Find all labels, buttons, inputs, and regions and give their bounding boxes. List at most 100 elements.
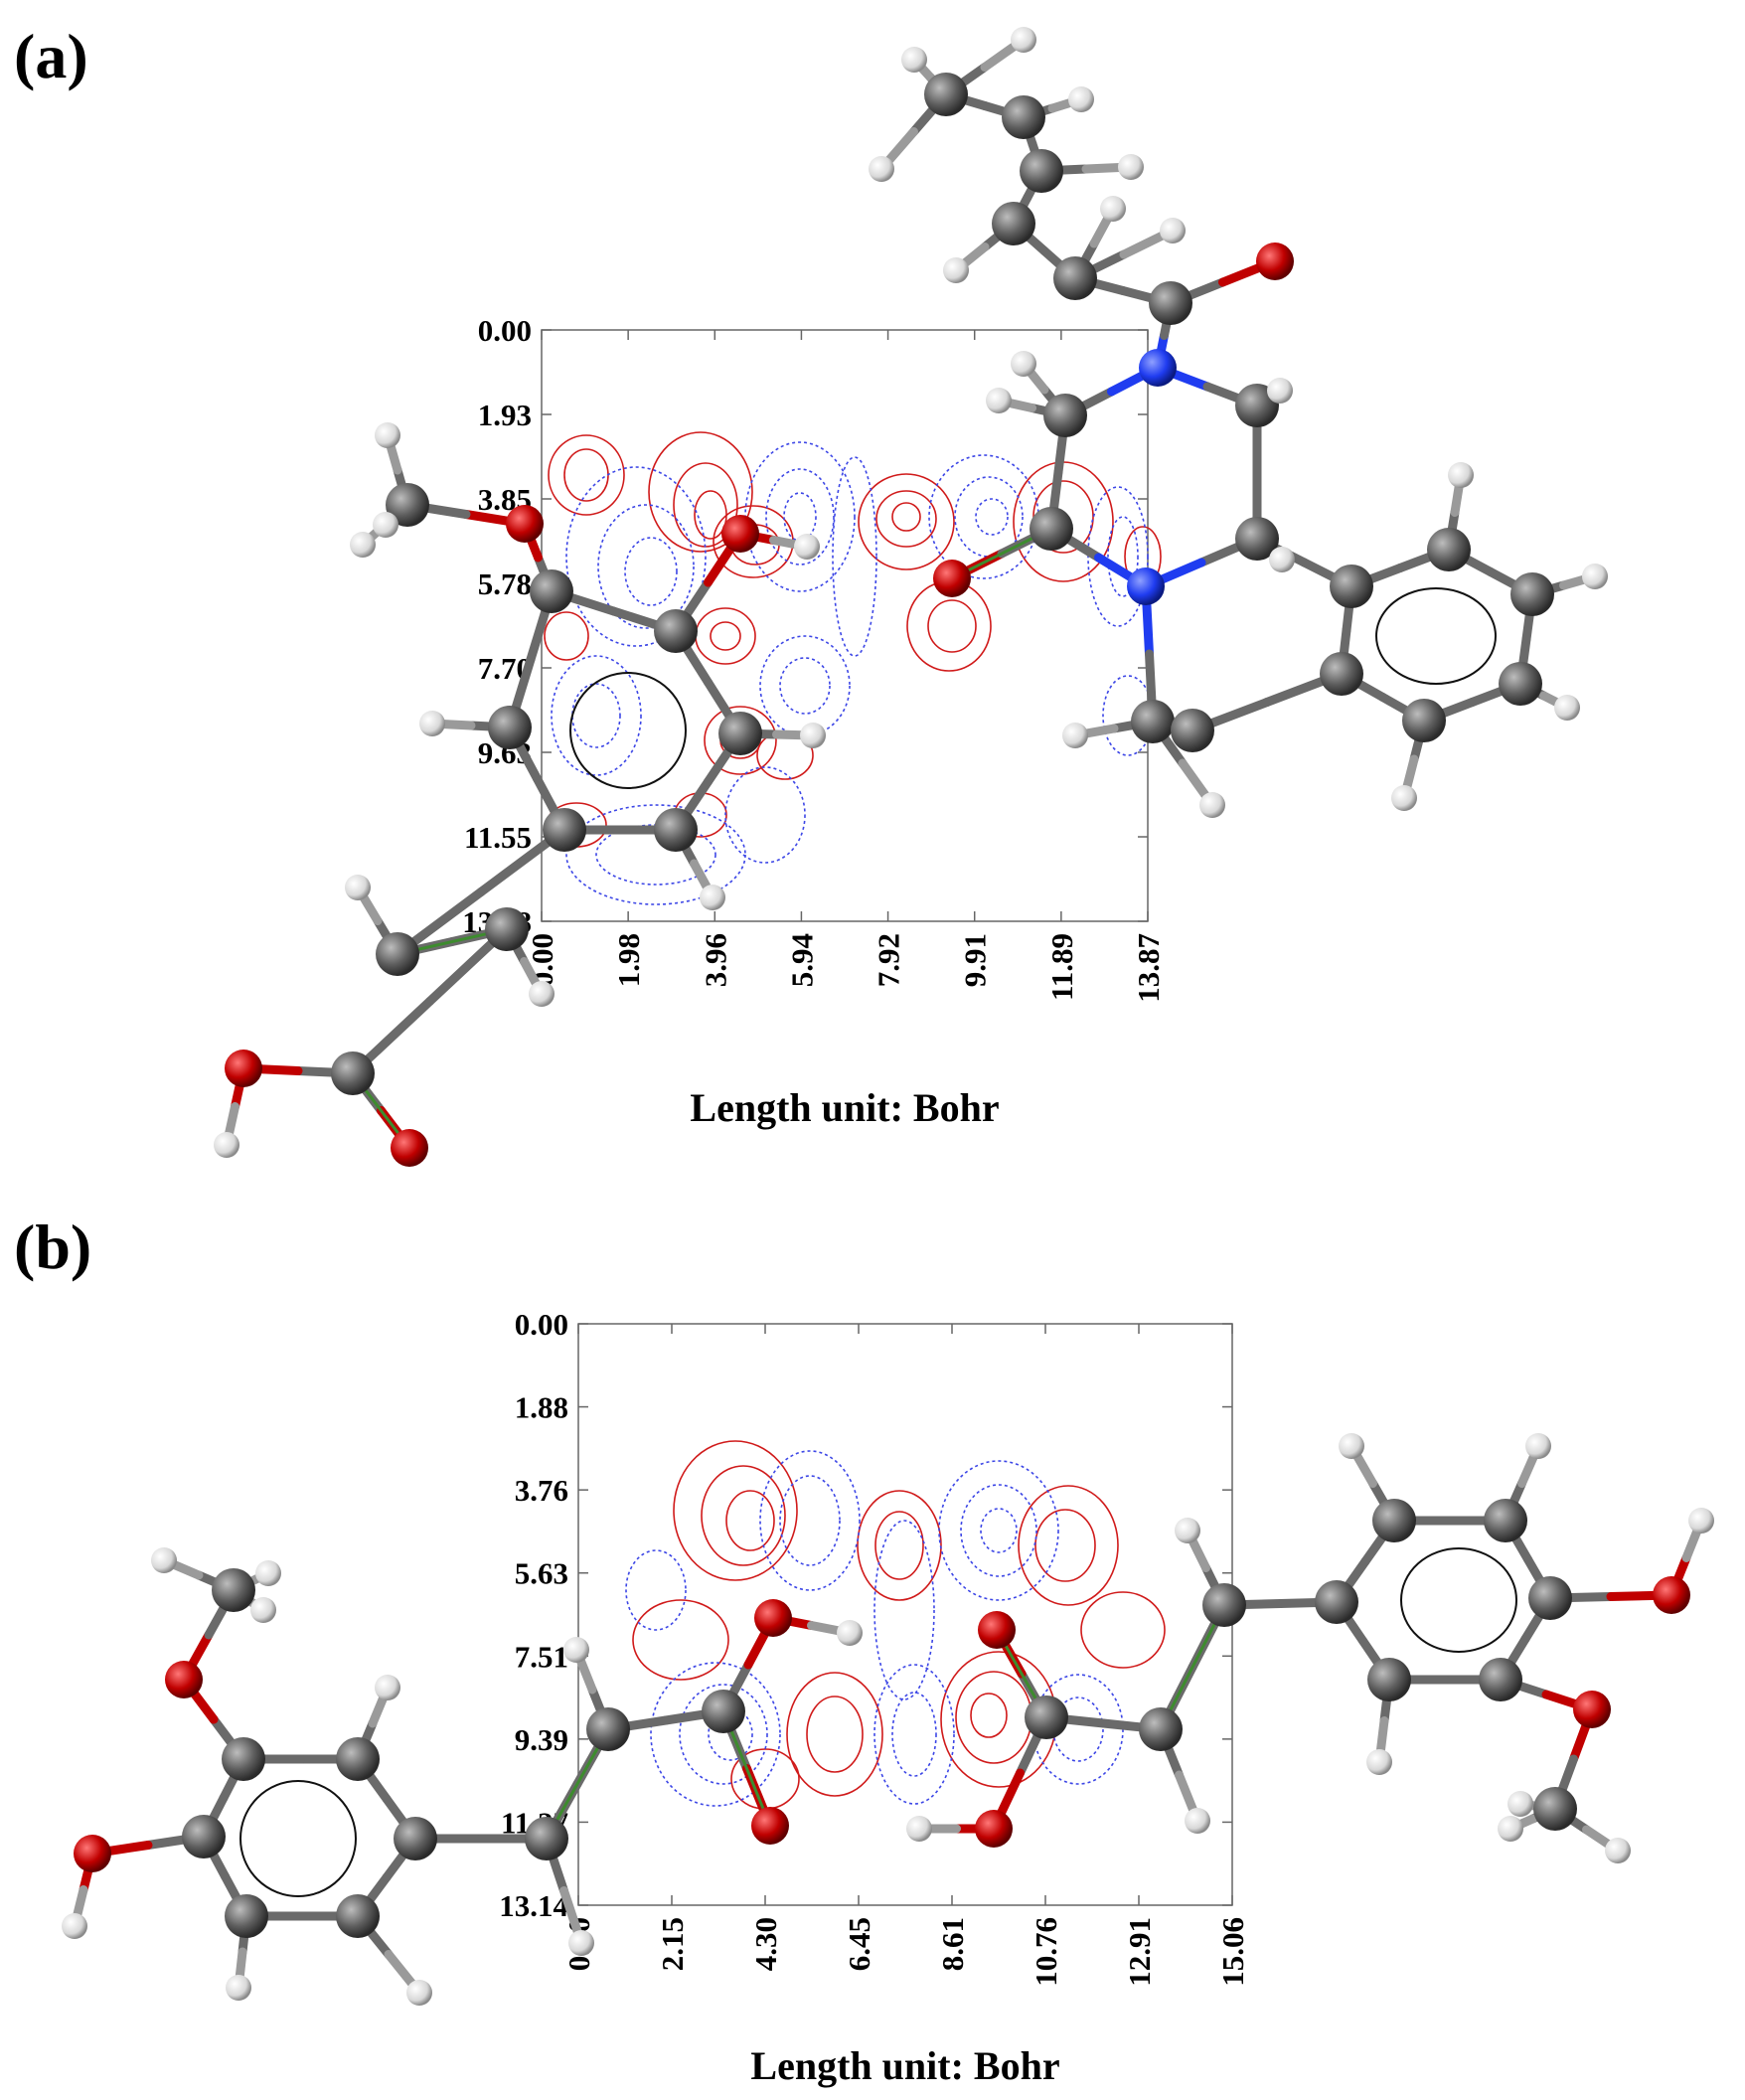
carbon-atom — [1043, 394, 1087, 437]
carbon-atom — [543, 808, 586, 852]
aromatic-ring — [569, 672, 687, 789]
hydrogen-atom — [62, 1913, 87, 1939]
carbon-atom — [485, 907, 529, 951]
x-tick-label: 3.96 — [698, 933, 732, 987]
carbon-atom — [222, 1737, 265, 1781]
hydrogen-atom — [250, 1597, 276, 1623]
hydrogen-atom — [901, 47, 927, 73]
panel-a-x-axis-title: Length unit: Bohr — [690, 1085, 999, 1130]
bonds — [222, 35, 1600, 1153]
y-tick-label: 5.63 — [515, 1556, 568, 1591]
carbon-atom — [1053, 256, 1097, 300]
hydrogen-atom — [151, 1547, 177, 1573]
carbon-atom — [1372, 1499, 1416, 1542]
oxygen-atom — [751, 1807, 789, 1845]
hydrogen-atom — [837, 1620, 863, 1646]
hydrogen-atom — [1498, 1816, 1523, 1842]
atoms — [214, 27, 1608, 1167]
hydrogen-atom — [563, 1637, 589, 1663]
hydrogen-atom — [529, 981, 555, 1007]
carbon-atom — [1315, 1580, 1358, 1624]
oxygen-atom — [165, 1661, 203, 1698]
hydrogen-atom — [375, 1675, 400, 1700]
oxygen-atom — [1653, 1576, 1690, 1614]
panel-b-contours — [625, 1440, 1166, 1810]
carbon-atom — [1025, 1696, 1068, 1739]
carbon-atom — [1002, 95, 1045, 139]
x-tick-label: 9.91 — [958, 933, 993, 987]
x-tick-label: 12.91 — [1122, 1917, 1157, 1987]
atoms — [62, 1433, 1714, 2006]
aromatic-ring — [239, 1780, 357, 1897]
carbon-atom — [530, 569, 573, 613]
hydrogen-atom — [1688, 1508, 1714, 1534]
hydrogen-atom — [345, 875, 371, 900]
hydrogen-atom — [869, 156, 894, 182]
hydrogen-atom — [1062, 723, 1088, 748]
panel-b-negative-contours — [625, 1450, 1124, 1807]
carbon-atom — [1402, 699, 1446, 742]
panel-b-y-ticks: 0.001.883.765.637.519.3911.2713.14 — [499, 1307, 1232, 1923]
carbon-atom — [1367, 1658, 1411, 1701]
carbon-atom — [1171, 709, 1214, 752]
panel-a-molecule — [214, 27, 1608, 1167]
carbon-atom — [376, 932, 419, 976]
hydrogen-atom — [700, 885, 725, 910]
hydrogen-atom — [1339, 1433, 1364, 1459]
carbon-atom — [1139, 1707, 1183, 1751]
hydrogen-atom — [1391, 785, 1417, 811]
carbon-atom — [992, 202, 1035, 245]
carbon-atom — [1528, 1576, 1572, 1620]
panel-b-plot: 0.001.883.765.637.519.3911.2713.14 0.002… — [499, 1307, 1250, 2088]
carbon-atom — [1479, 1658, 1522, 1701]
oxygen-atom — [506, 505, 544, 543]
oxygen-atom — [754, 1599, 792, 1637]
hydrogen-atom — [419, 711, 445, 736]
hydrogen-atom — [943, 257, 969, 283]
hydrogen-atom — [1366, 1749, 1392, 1775]
carbon-atom — [225, 1894, 268, 1938]
hydrogen-atom — [1605, 1838, 1631, 1863]
x-tick-label: 6.45 — [842, 1917, 876, 1971]
hydrogen-atom — [794, 534, 820, 560]
carbon-atom — [1030, 507, 1073, 551]
panel-b-molecule — [62, 1433, 1714, 2006]
x-tick-label: 8.61 — [935, 1917, 970, 1971]
oxygen-atom — [74, 1835, 111, 1872]
carbon-atom — [654, 808, 698, 852]
aromatic-ring — [1375, 587, 1497, 685]
panel-b-label: (b) — [14, 1212, 92, 1282]
x-tick-label: 4.30 — [748, 1917, 783, 1971]
panel-a-positive-contours — [544, 431, 1162, 848]
x-tick-label: 13.87 — [1131, 933, 1166, 1003]
hydrogen-atom — [1554, 695, 1580, 721]
hydrogen-atom — [1160, 218, 1186, 243]
hydrogen-atom — [1011, 27, 1036, 53]
panel-b-x-axis-title: Length unit: Bohr — [750, 2043, 1059, 2088]
panel-b-positive-contours — [632, 1440, 1166, 1810]
x-tick-label: 15.06 — [1215, 1917, 1250, 1987]
carbon-atom — [654, 609, 698, 653]
oxygen-atom — [1573, 1691, 1611, 1728]
hydrogen-atom — [568, 1930, 594, 1956]
aromatic-ring — [1400, 1547, 1517, 1653]
hydrogen-atom — [1448, 462, 1474, 488]
carbon-atom — [1235, 517, 1279, 561]
hydrogen-atom — [1267, 378, 1293, 404]
hydrogen-atom — [1199, 792, 1225, 818]
hydrogen-atom — [1100, 196, 1126, 222]
carbon-atom — [1202, 1583, 1246, 1627]
hydrogen-atom — [1185, 1808, 1210, 1834]
hydrogen-atom — [1011, 351, 1036, 377]
oxygen-atom — [978, 1611, 1016, 1649]
carbon-atom — [1320, 652, 1363, 696]
y-tick-label: 7.51 — [515, 1639, 568, 1674]
hydrogen-atom — [1269, 547, 1295, 572]
y-tick-label: 1.93 — [478, 398, 532, 432]
bonds — [70, 1441, 1706, 1998]
oxygen-atom — [933, 560, 971, 597]
hydrogen-atom — [1582, 564, 1608, 589]
carbon-atom — [525, 1817, 568, 1860]
y-tick-label: 0.00 — [515, 1307, 568, 1342]
